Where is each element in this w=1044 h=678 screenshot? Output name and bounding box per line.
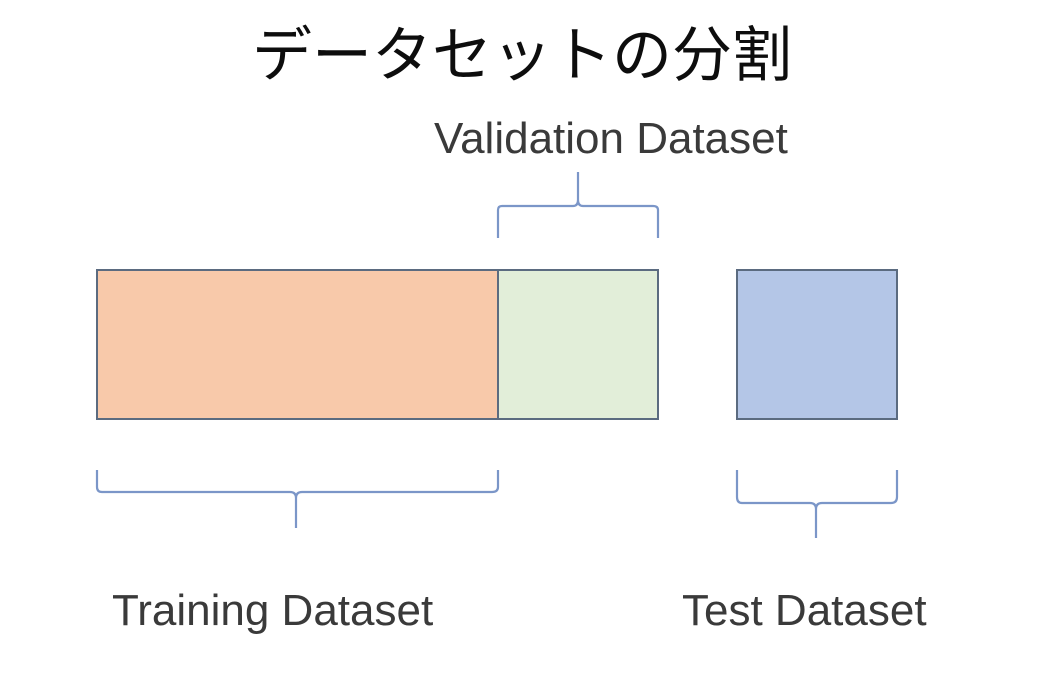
training-bracket <box>95 470 500 528</box>
training-dataset-label: Training Dataset <box>112 586 434 635</box>
test-bracket <box>735 470 899 538</box>
validation-dataset-label: Validation Dataset <box>434 114 788 163</box>
test-dataset-box <box>736 269 898 420</box>
validation-dataset-box <box>497 269 659 420</box>
training-dataset-box <box>96 269 499 420</box>
test-dataset-label: Test Dataset <box>682 586 927 635</box>
diagram-title: データセットの分割 <box>252 21 792 91</box>
validation-bracket <box>496 172 660 238</box>
